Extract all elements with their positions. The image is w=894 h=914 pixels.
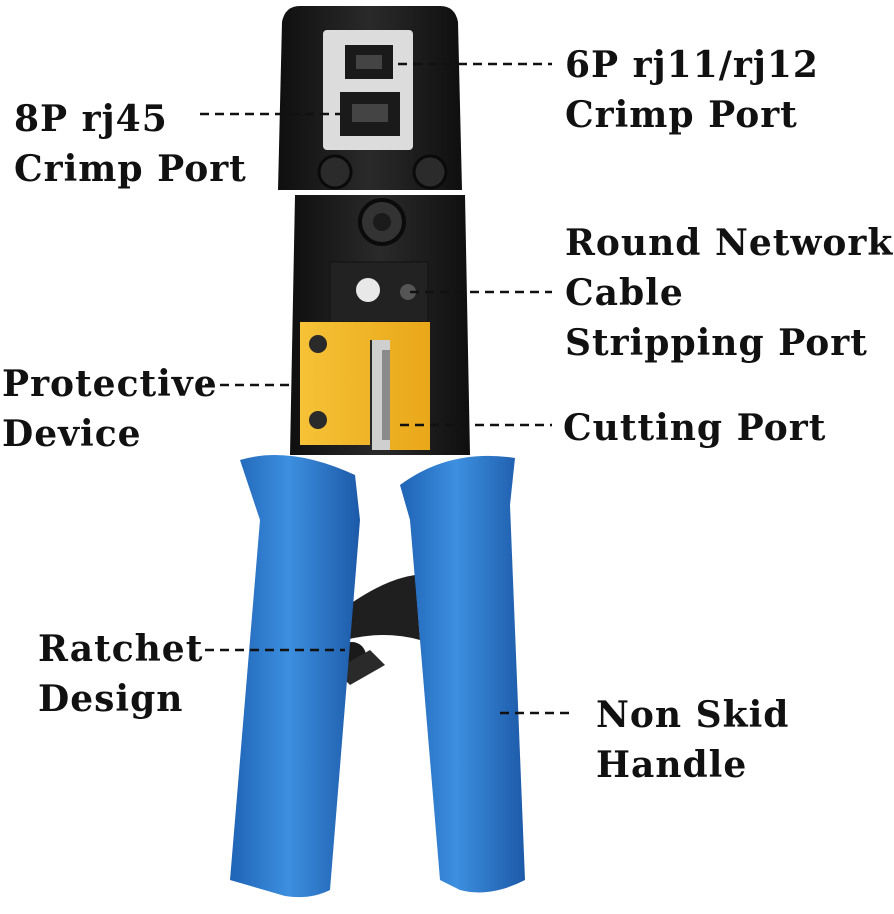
label-non-skid-handle: Non Skid Handle [596, 694, 790, 786]
ratchet-mechanism [328, 575, 420, 711]
tool-head [278, 6, 462, 190]
label-8p-crimp-port: 8P rj45 Crimp Port [14, 98, 247, 190]
leader-lines [200, 62, 575, 715]
handle-left [230, 455, 360, 898]
label-protective-device: Protective Device [2, 363, 218, 455]
label-stripping-port: Round Network Cable Stripping Port [565, 222, 894, 364]
label-ratchet-design: Ratchet Design [38, 628, 204, 720]
label-cutting-port: Cutting Port [563, 407, 827, 449]
handle-right [400, 455, 525, 893]
label-6p-crimp-port: 6P rj11/rj12 Crimp Port [565, 44, 819, 136]
protective-device [300, 322, 430, 450]
